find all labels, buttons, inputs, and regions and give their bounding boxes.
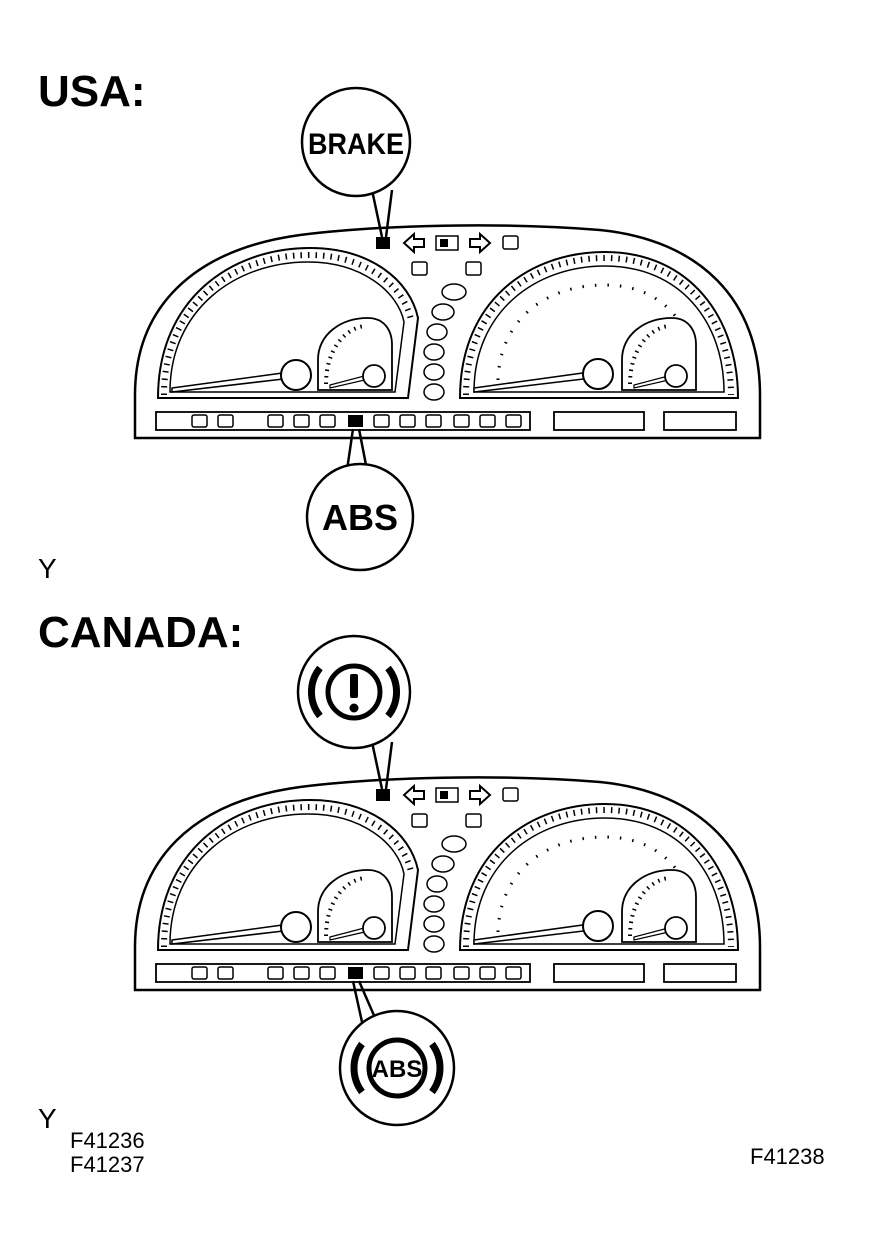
usa-abs-label: ABS bbox=[322, 497, 398, 538]
usa-corner-mark: Y bbox=[38, 553, 57, 584]
canada-abs-label: ABS bbox=[372, 1056, 423, 1083]
brake-warning-exclamation-icon bbox=[308, 663, 400, 721]
usa-brake-label: BRAKE bbox=[308, 128, 404, 161]
usa-heading: USA: bbox=[38, 67, 146, 116]
canada-corner-mark: Y bbox=[38, 1103, 57, 1134]
usa-section: USA: BRAKE ABS Y bbox=[38, 67, 760, 584]
abs-warning-icon: ABS bbox=[350, 1037, 444, 1099]
figure-code-left-1: F41236 bbox=[70, 1128, 145, 1153]
usa-instrument-cluster bbox=[135, 225, 760, 438]
canada-heading: CANADA: bbox=[38, 608, 243, 657]
canada-section: CANADA: ABS bbox=[38, 608, 760, 1134]
figure-code-right: F41238 bbox=[750, 1144, 825, 1169]
usa-abs-callout: ABS bbox=[305, 428, 415, 572]
usa-brake-callout: BRAKE bbox=[300, 86, 412, 238]
canada-abs-callout: ABS bbox=[338, 980, 456, 1127]
canada-instrument-cluster bbox=[135, 777, 760, 990]
canada-brake-callout bbox=[296, 634, 412, 790]
figure-code-left-2: F41237 bbox=[70, 1152, 145, 1177]
